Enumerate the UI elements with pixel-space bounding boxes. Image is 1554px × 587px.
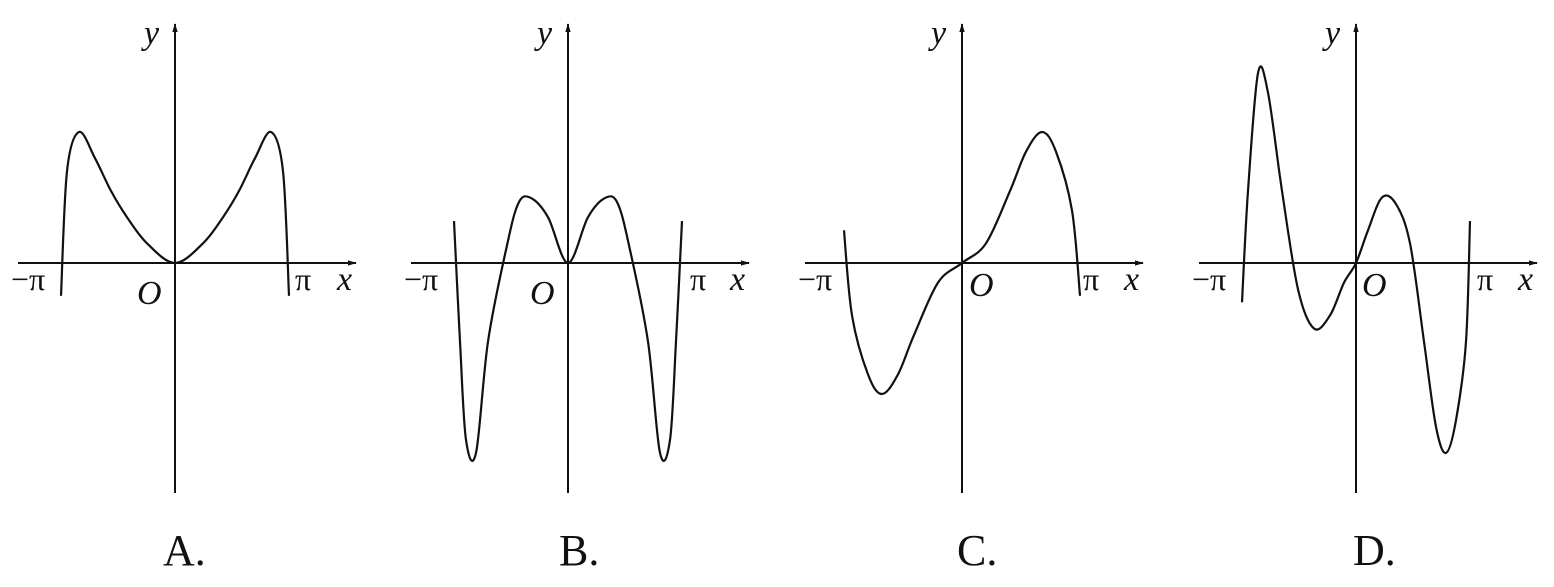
- neg-pi-label: −π: [1192, 261, 1226, 297]
- neg-pi-label: −π: [11, 261, 45, 297]
- option-label: B.: [559, 526, 599, 575]
- panel-c: y x O −π π C.: [798, 15, 1144, 575]
- function-curve: [452, 195, 684, 462]
- pos-pi-label: π: [690, 261, 706, 297]
- origin-label: O: [1362, 267, 1387, 304]
- y-axis-label: y: [928, 15, 947, 52]
- function-curve: [59, 130, 291, 296]
- y-axis-label: y: [534, 15, 553, 52]
- pos-pi-label: π: [1083, 261, 1099, 297]
- x-axis-label: x: [1123, 261, 1139, 298]
- neg-pi-label: −π: [404, 261, 438, 297]
- x-axis-label: x: [729, 261, 745, 298]
- panel-a: y x O −π π A.: [11, 15, 357, 575]
- option-label: A.: [163, 526, 206, 575]
- origin-label: O: [137, 275, 162, 312]
- origin-label: O: [969, 267, 994, 304]
- option-label: C.: [957, 526, 997, 575]
- panel-d: y x O −π π D.: [1192, 15, 1538, 575]
- pos-pi-label: π: [295, 261, 311, 297]
- function-curve: [1240, 65, 1472, 455]
- origin-label: O: [530, 275, 555, 312]
- panel-b: y x O −π π B.: [404, 15, 750, 575]
- y-axis-label: y: [1322, 15, 1341, 52]
- x-axis-label: x: [336, 261, 352, 298]
- x-axis-label: x: [1517, 261, 1533, 298]
- neg-pi-label: −π: [798, 261, 832, 297]
- function-curve: [842, 130, 1082, 396]
- y-axis-label: y: [141, 15, 160, 52]
- pos-pi-label: π: [1477, 261, 1493, 297]
- option-label: D.: [1353, 526, 1396, 575]
